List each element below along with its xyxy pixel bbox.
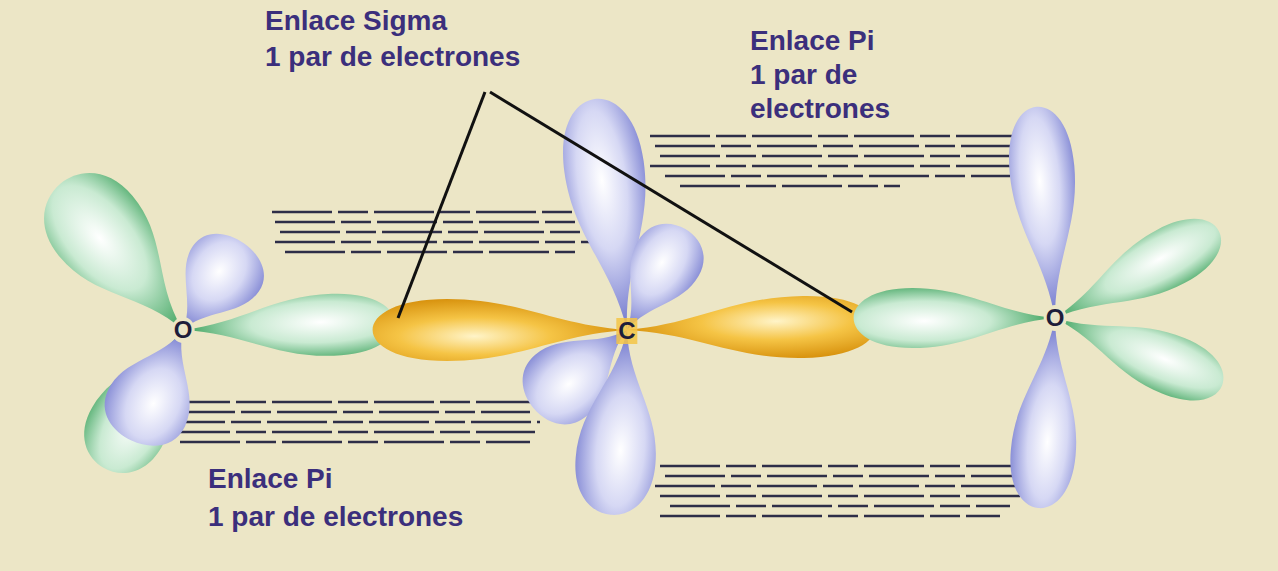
bond-title: Enlace Sigma xyxy=(265,4,625,38)
bond-title: Enlace Pi xyxy=(208,462,568,496)
atom-symbol: C xyxy=(616,318,637,344)
bond-note: 1 par de electrones xyxy=(265,40,625,74)
bond-title: Enlace Pi xyxy=(750,24,980,58)
atom-symbol: O xyxy=(172,317,195,343)
atom-symbol: O xyxy=(1044,305,1067,331)
bond-note: 1 par de electrones xyxy=(750,58,950,126)
bond-note: 1 par de electrones xyxy=(208,500,568,534)
